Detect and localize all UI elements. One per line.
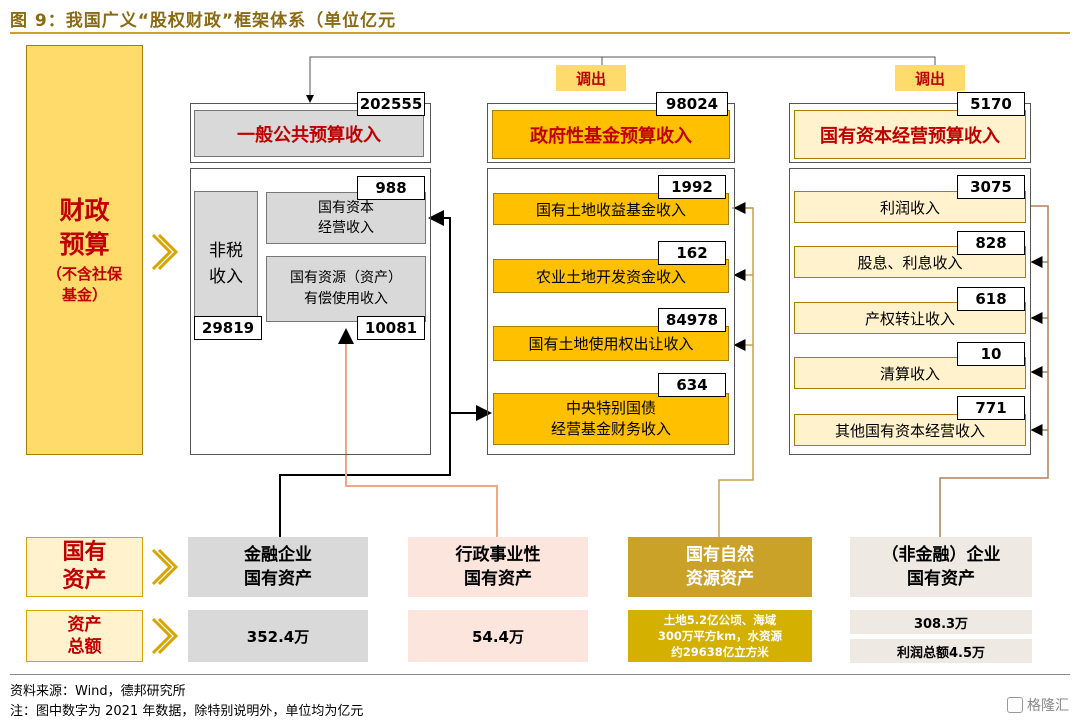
administrative-assets-total: 54.4万	[408, 610, 588, 662]
fund-budget-body	[487, 168, 735, 455]
general-budget-item: 国有资本 经营收入	[266, 192, 426, 244]
figure-title: 图 9：我国广义“股权财政”框架体系（单位亿元	[10, 11, 397, 31]
title-divider	[10, 32, 1070, 34]
fund-budget-item-value: 84978	[658, 308, 726, 332]
fiscal-budget-label: 财政 预算 （不含社保 基金）	[26, 45, 143, 455]
watermark-logo-icon	[1007, 697, 1023, 713]
footnote: 注：图中数字为 2021 年数据，除特别说明外，单位均为亿元	[10, 704, 364, 719]
capital-budget-body	[789, 168, 1031, 455]
capital-budget-item-value: 10	[957, 342, 1025, 366]
fund-budget-value: 98024	[656, 92, 728, 116]
capital-budget-item-value: 618	[957, 287, 1025, 311]
nonfinancial-enterprise-profit-total: 利润总额4.5万	[850, 639, 1032, 663]
general-budget-item-value: 10081	[357, 316, 425, 340]
source-note: 资料来源：Wind，德邦研究所	[10, 684, 186, 699]
natural-resource-assets-total: 土地5.2亿公顷、海域 300万平方km，水资源 约29638亿立方米	[628, 610, 812, 662]
fund-budget-item-value: 1992	[658, 175, 726, 199]
chevron-right-icon	[151, 617, 178, 655]
fund-budget-item-value: 634	[658, 373, 726, 397]
capital-budget-item-value: 828	[957, 231, 1025, 255]
fund-budget-title: 政府性基金预算收入	[492, 110, 730, 159]
general-budget-body	[190, 168, 431, 455]
transfer-out-label: 调出	[556, 65, 626, 91]
nontax-revenue-box: 非税 收入	[194, 191, 258, 336]
general-budget-header-frame	[190, 103, 431, 163]
total-assets-label: 资产 总额	[26, 610, 143, 662]
footer-divider	[10, 674, 1070, 675]
fiscal-budget-sub: （不含社保 基金）	[46, 265, 122, 304]
general-budget-item-value: 988	[357, 176, 425, 200]
transfer-out-label: 调出	[895, 65, 965, 91]
administrative-assets-box: 行政事业性 国有资产	[408, 537, 588, 597]
financial-assets-box: 金融企业 国有资产	[188, 537, 368, 597]
natural-resource-assets-box: 国有自然 资源资产	[628, 537, 812, 597]
fund-budget-item-value: 162	[658, 241, 726, 265]
capital-budget-title: 国有资本经营预算收入	[794, 110, 1026, 159]
general-budget-item: 国有资源（资产） 有偿使用收入	[266, 256, 426, 322]
fiscal-budget-main: 财政 预算	[59, 196, 110, 259]
nonfinancial-enterprise-assets-total: 308.3万	[850, 610, 1032, 634]
capital-budget-item-value: 771	[957, 396, 1025, 420]
fund-budget-item: 中央特别国债 经营基金财务收入	[493, 393, 729, 445]
financial-assets-total: 352.4万	[188, 610, 368, 662]
general-budget-title: 一般公共预算收入	[194, 110, 424, 157]
capital-budget-header-frame	[789, 103, 1031, 163]
nonfinancial-enterprise-assets-box: （非金融）企业 国有资产	[850, 537, 1032, 597]
capital-budget-item-value: 3075	[957, 175, 1025, 199]
capital-budget-item: 其他国有资本经营收入	[794, 414, 1026, 446]
capital-budget-value: 5170	[957, 92, 1025, 116]
general-budget-value: 202555	[357, 92, 425, 116]
chevron-right-icon	[151, 233, 178, 271]
chevron-right-icon	[151, 548, 178, 586]
capital-budget-item: 股息、利息收入	[794, 246, 1026, 278]
nontax-revenue-value: 29819	[194, 316, 262, 340]
state-assets-label: 国有 资产	[26, 537, 143, 597]
fund-budget-header-frame	[487, 103, 735, 163]
watermark: 格隆汇	[1000, 694, 1076, 716]
